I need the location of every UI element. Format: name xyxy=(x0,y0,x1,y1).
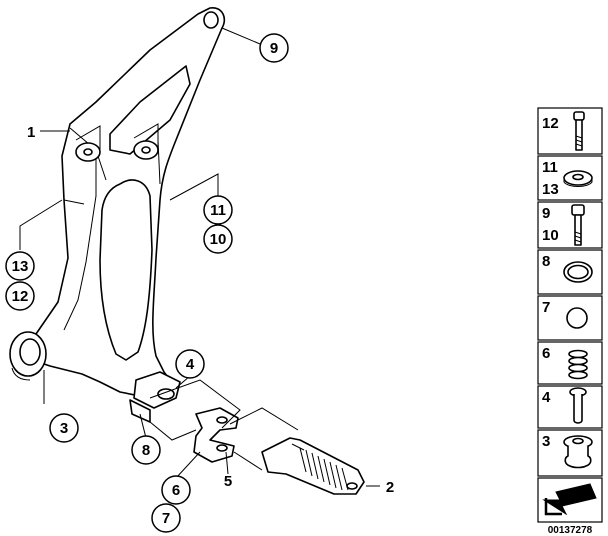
callout-11-label: 11 xyxy=(210,202,226,219)
pin-icon xyxy=(569,387,587,424)
legend-num-4: 4 xyxy=(542,389,551,406)
legend-num-8: 8 xyxy=(542,253,550,270)
callout-6-label: 6 xyxy=(172,482,180,499)
callout-13-label: 13 xyxy=(12,258,29,275)
callout-6: 6 xyxy=(161,475,191,505)
footrest-bracket xyxy=(9,7,226,423)
callout-1: 1 xyxy=(27,124,35,141)
callout-10: 10 xyxy=(203,224,233,254)
grommet-icon xyxy=(563,435,593,469)
legend-row-long-bolt xyxy=(537,201,603,249)
legend-num-7: 7 xyxy=(542,299,550,316)
long-bolt-icon xyxy=(571,204,585,246)
washer-icon xyxy=(563,170,593,187)
callout-8-label: 8 xyxy=(142,442,150,459)
spring-icon xyxy=(568,349,588,380)
hinge-clevis xyxy=(193,407,239,463)
document-number: 00137278 xyxy=(548,525,593,536)
callout-5-label: 5 xyxy=(224,473,232,490)
callout-7-label: 7 xyxy=(162,510,170,527)
callout-8: 8 xyxy=(131,435,161,465)
callout-3: 3 xyxy=(49,413,79,443)
legend-num-10: 10 xyxy=(542,227,559,244)
callout-2: 2 xyxy=(386,479,394,496)
callout-12-label: 12 xyxy=(12,288,29,305)
ball-icon xyxy=(566,307,588,329)
callout-3-label: 3 xyxy=(60,420,68,437)
legend-row-bolt xyxy=(537,107,603,155)
callout-7: 7 xyxy=(151,503,181,533)
legend-num-11: 11 xyxy=(542,159,558,176)
callout-4-label: 4 xyxy=(186,356,195,373)
callout-4: 4 xyxy=(175,349,205,379)
direction-arrow-icon xyxy=(542,483,597,516)
callout-9: 9 xyxy=(259,33,289,63)
parts-legend: 12 11 13 9 10 8 xyxy=(537,107,603,523)
legend-num-12: 12 xyxy=(542,115,559,132)
legend-num-9: 9 xyxy=(542,205,550,222)
callout-2-label: 2 xyxy=(386,479,394,496)
bolt-icon xyxy=(573,111,585,151)
legend-num-3: 3 xyxy=(542,433,550,450)
circlip-icon xyxy=(563,261,593,283)
legend-num-6: 6 xyxy=(542,345,550,362)
callout-5: 5 xyxy=(224,473,232,490)
callout-9-label: 9 xyxy=(270,40,278,57)
callout-11: 11 xyxy=(203,195,233,225)
legend-num-13: 13 xyxy=(542,181,559,198)
foot-peg xyxy=(261,437,365,495)
callout-12: 12 xyxy=(5,281,35,311)
callout-13: 13 xyxy=(5,251,35,281)
callout-10-label: 10 xyxy=(210,231,227,248)
callout-1-label: 1 xyxy=(27,124,35,141)
foot-peg-teeth xyxy=(299,447,349,491)
